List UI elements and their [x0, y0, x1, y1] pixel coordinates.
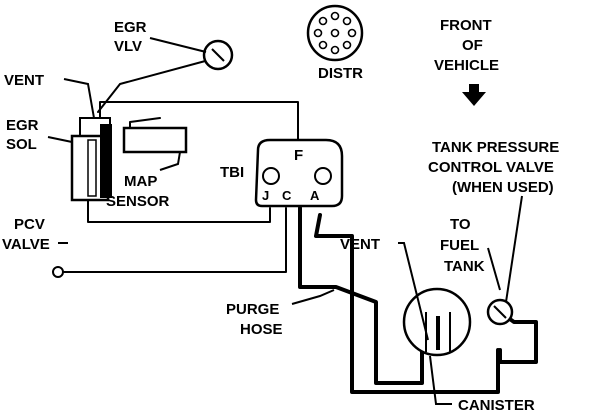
egr-solenoid	[70, 117, 112, 202]
tank-valve-loop-hose	[498, 310, 538, 364]
vent-left-leader	[63, 78, 95, 119]
map-sensor-leader	[159, 151, 181, 171]
port-a-label: A	[310, 188, 320, 203]
port-j-label: J	[262, 188, 269, 203]
purge-hose-label-2: HOSE	[240, 321, 283, 338]
egr-vlv-leader	[149, 37, 207, 53]
purge-hose-leader	[291, 289, 335, 305]
pcv-label: PCV	[14, 216, 45, 233]
egr-to-tbi-j-hose	[87, 199, 271, 223]
canister-leader	[429, 355, 452, 405]
port-c-label: C	[282, 188, 292, 203]
tank-valve-leader	[505, 195, 523, 303]
pcv-label-2: VALVE	[2, 236, 50, 253]
distributor-cap-icon	[306, 4, 364, 62]
tank-valve-label-2: CONTROL VALVE	[428, 159, 554, 176]
canister-to-tank-valve-hose	[314, 213, 500, 394]
map-sensor	[122, 126, 188, 154]
tbi-label: TBI	[220, 164, 244, 181]
egr-valve-stem	[211, 48, 225, 62]
canister-label: CANISTER	[458, 397, 535, 414]
egr-sol-leader	[47, 136, 73, 143]
pcv-hose	[59, 207, 287, 273]
tbi-body	[254, 138, 344, 208]
to-fuel-tank-label-1: TO	[450, 216, 471, 233]
egr-valve-hose	[97, 59, 210, 113]
tbi-port-a	[314, 167, 332, 185]
egr-sol-label: EGR	[6, 117, 39, 134]
map-sensor-label: MAP	[124, 173, 157, 190]
egr-vlv-label-2: VLV	[114, 38, 142, 55]
egr-to-tbi-f-hose	[99, 101, 299, 143]
to-fuel-tank-label-3: TANK	[444, 258, 485, 275]
purge-hose-label: PURGE	[226, 301, 279, 318]
front-label-1: FRONT	[440, 17, 492, 34]
port-f-label: F	[294, 147, 303, 164]
tank-pressure-control-valve	[486, 298, 514, 326]
purge-hose	[298, 206, 424, 385]
canister	[402, 287, 472, 357]
tank-valve-label-3: (WHEN USED)	[452, 179, 554, 196]
tank-valve-label-1: TANK PRESSURE	[432, 139, 559, 156]
down-arrow-icon	[462, 84, 486, 106]
front-label-3: VEHICLE	[434, 57, 499, 74]
tbi-port-j	[262, 167, 280, 185]
distr-label: DISTR	[318, 65, 363, 82]
vent-canister-leader	[398, 242, 429, 341]
egr-vlv-label: EGR	[114, 19, 147, 36]
vent-canister-label: VENT	[340, 236, 380, 253]
egr-sol-label-2: SOL	[6, 136, 37, 153]
to-fuel-tank-leader	[487, 247, 501, 291]
map-sensor-label-2: SENSOR	[106, 193, 170, 210]
pcv-valve-icon	[52, 266, 64, 278]
to-fuel-tank-label-2: FUEL	[440, 237, 479, 254]
front-label-2: OF	[462, 37, 483, 54]
vent-left-label: VENT	[4, 72, 44, 89]
